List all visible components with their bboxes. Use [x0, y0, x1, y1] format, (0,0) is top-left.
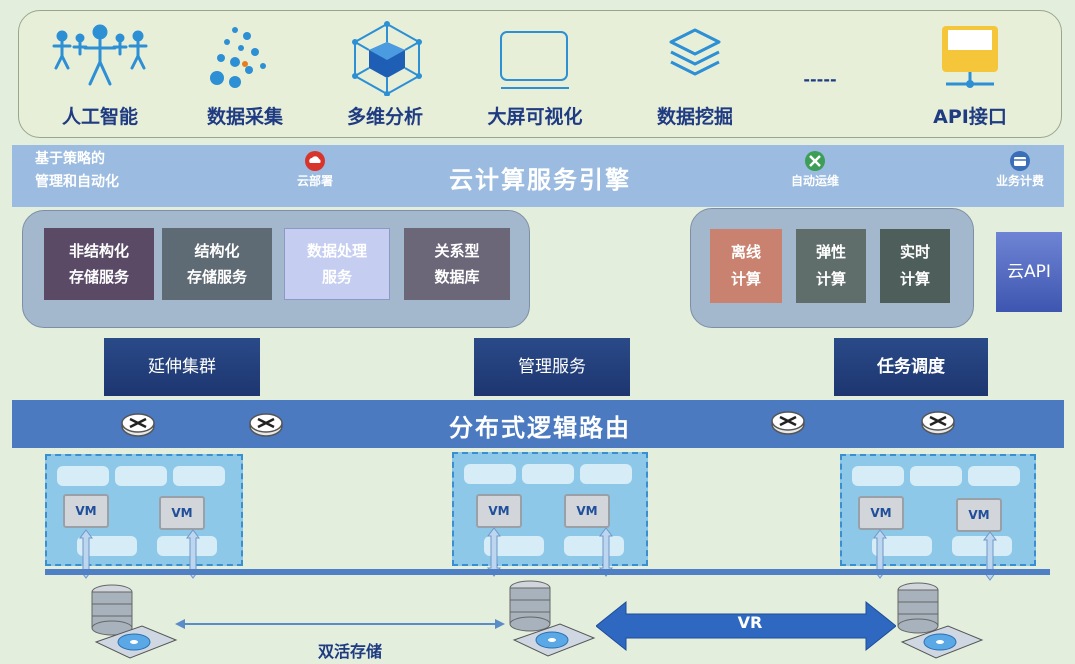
management-service: 管理服务 — [474, 338, 630, 396]
vm-host-center: VM VM — [452, 452, 648, 566]
auto-ops-item: 自动运维 — [780, 150, 850, 189]
distributed-routing-band — [12, 400, 1064, 448]
router-icon — [771, 411, 805, 435]
data-dots-icon — [210, 27, 266, 88]
storage-node-center — [509, 580, 596, 657]
hard-drive-icon — [94, 625, 178, 659]
vr-arrow — [596, 600, 896, 652]
offline-compute: 离线计算 — [710, 229, 782, 303]
billing-item: 业务计费 — [985, 150, 1055, 189]
app-label: 多维分析 — [346, 106, 423, 128]
extended-cluster: 延伸集群 — [104, 338, 260, 396]
elastic-compute: 弹性计算 — [796, 229, 866, 303]
vr-label: VR — [737, 613, 763, 632]
cloud-api-box: 云API — [996, 232, 1062, 312]
database-icon — [91, 584, 133, 636]
storage-network-line — [45, 569, 1050, 575]
app-label: API接口 — [933, 106, 1007, 128]
relational-database: 关系型数据库 — [404, 228, 510, 300]
app-data-mining: 数据挖掘 — [625, 18, 765, 138]
vm-host-right: VM VM — [840, 454, 1036, 566]
vm-box: VM — [956, 498, 1002, 532]
router-icon — [921, 411, 955, 435]
cloud-engine-band — [12, 145, 1064, 207]
router-icon — [121, 413, 155, 437]
policy-management-label: 基于策略的 管理和自动化 — [35, 151, 119, 190]
app-label: 人工智能 — [61, 106, 138, 128]
vm-box: VM — [476, 494, 522, 528]
app-multidim-analysis: 多维分析 — [315, 18, 455, 138]
people-network-icon — [52, 24, 148, 86]
storage-node-left — [91, 584, 178, 659]
app-api-interface: API接口 — [900, 18, 1040, 138]
task-scheduling: 任务调度 — [834, 338, 988, 396]
cloud-deploy-item: 云部署 — [290, 150, 340, 189]
tools-icon — [805, 151, 825, 171]
app-ai: 人工智能 — [30, 18, 170, 138]
hard-drive-icon — [512, 623, 596, 657]
app-label: 大屏可视化 — [487, 106, 583, 128]
router-icon — [249, 413, 283, 437]
unstructured-storage-service: 非结构化存储服务 — [44, 228, 154, 300]
realtime-compute: 实时计算 — [880, 229, 950, 303]
billing-icon — [1010, 151, 1030, 171]
data-processing-service: 数据处理服务 — [284, 228, 390, 300]
dual-active-storage-label: 双活存储 — [317, 642, 382, 661]
vm-box: VM — [159, 496, 205, 530]
more-apps-ellipsis: ----- — [803, 70, 837, 89]
vm-box: VM — [564, 494, 610, 528]
app-data-collection: 数据采集 — [175, 18, 315, 138]
database-icon — [509, 580, 551, 632]
storage-node-right — [897, 582, 984, 659]
vm-host-left: VM VM — [45, 454, 243, 566]
folder-network-icon — [942, 26, 998, 88]
vm-box: VM — [63, 494, 109, 528]
app-label: 数据挖掘 — [656, 106, 733, 128]
hard-drive-icon — [900, 625, 984, 659]
structured-storage-service: 结构化存储服务 — [162, 228, 272, 300]
routing-title: 分布式逻辑路由 — [449, 413, 631, 442]
cloud-deploy-label: 云部署 — [296, 174, 333, 188]
engine-title: 云计算服务引擎 — [449, 165, 631, 194]
cube-network-icon — [352, 21, 422, 96]
auto-ops-label: 自动运维 — [790, 174, 839, 188]
database-icon — [897, 582, 939, 634]
billing-label: 业务计费 — [995, 174, 1044, 188]
vm-box: VM — [858, 496, 904, 530]
dual-active-arrow — [175, 619, 505, 629]
app-big-screen: 大屏可视化 — [465, 18, 605, 138]
layers-icon — [669, 28, 721, 76]
cloud-deploy-icon — [305, 151, 325, 171]
monitor-icon — [500, 31, 569, 89]
app-label: 数据采集 — [206, 106, 283, 128]
